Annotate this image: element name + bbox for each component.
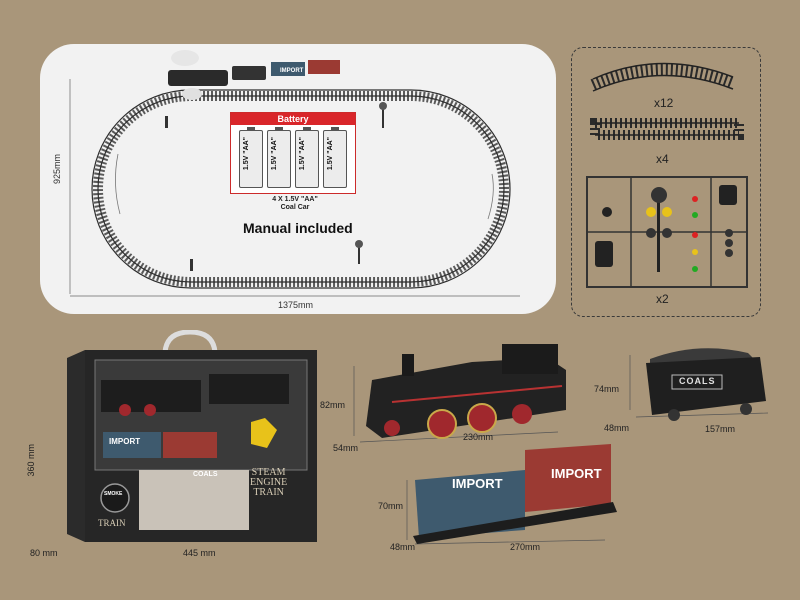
parts-illustration bbox=[586, 62, 748, 288]
track-layout-illustration: IMPORT bbox=[69, 50, 520, 297]
straight-track-quantity: x4 bbox=[656, 152, 669, 166]
track-locomotive bbox=[168, 70, 228, 86]
locomotive-wheel bbox=[467, 403, 497, 433]
coal-car-length-label: 157mm bbox=[705, 424, 736, 434]
box-side bbox=[67, 350, 85, 542]
locomotive-cab bbox=[502, 344, 558, 374]
direction-arrow-right bbox=[487, 173, 494, 220]
curved-track-quantity: x12 bbox=[654, 96, 674, 110]
signal-post-2 bbox=[355, 240, 363, 264]
box-train-label: TRAIN bbox=[98, 518, 126, 528]
locomotive-body bbox=[366, 358, 566, 438]
coal-car-body bbox=[646, 357, 766, 415]
battery-title: Battery bbox=[231, 113, 355, 125]
locomotive-wheel bbox=[427, 409, 457, 439]
box-brand-title: STEAM ENGINE TRAIN bbox=[250, 467, 288, 498]
product-box-illustration bbox=[67, 330, 317, 542]
box-container-red bbox=[163, 432, 217, 458]
locomotive-length-label: 230mm bbox=[463, 432, 494, 442]
battery-info-box: Battery 1.5V "AA" 1.5V "AA" 1.5V "AA" 1.… bbox=[230, 112, 356, 194]
locomotive-depth-label: 54mm bbox=[333, 443, 359, 453]
box-depth-label: 80 mm bbox=[30, 548, 58, 558]
container-car-illustration bbox=[406, 444, 617, 545]
battery-cell: 1.5V "AA" bbox=[323, 127, 347, 188]
locomotive-height-label: 82mm bbox=[320, 400, 346, 410]
box-coal-car bbox=[209, 374, 289, 404]
box-handle bbox=[162, 330, 218, 353]
container-car-length-label: 270mm bbox=[510, 542, 541, 552]
container-red bbox=[525, 444, 611, 512]
smoke-badge-circle bbox=[100, 483, 130, 513]
container-car-flatbed bbox=[413, 502, 617, 544]
coal-car-illustration bbox=[629, 348, 769, 421]
battery-cell: 1.5V "AA" bbox=[239, 127, 263, 188]
container-blue bbox=[415, 470, 525, 538]
container-car-height-label: 70mm bbox=[378, 501, 404, 511]
coal-car-label: COALS bbox=[679, 376, 716, 386]
locomotive-illustration bbox=[353, 344, 566, 443]
signal-sprue-frame bbox=[586, 176, 748, 288]
signal-post-4 bbox=[190, 259, 193, 271]
coal-car-height-label: 74mm bbox=[594, 384, 620, 394]
box-height-label: 360 mm bbox=[26, 444, 36, 477]
curved-track-piece bbox=[590, 63, 736, 91]
track-coal-car bbox=[232, 66, 266, 80]
box-container-blue bbox=[103, 432, 161, 458]
battery-caption: 4 X 1.5V "AA" Coal Car bbox=[272, 196, 318, 211]
container-car-depth-label: 48mm bbox=[390, 542, 416, 552]
battery-cell: 1.5V "AA" bbox=[267, 127, 291, 188]
manual-included-text: Manual included bbox=[243, 220, 353, 236]
track-container-red bbox=[308, 60, 340, 74]
signal-post-1 bbox=[379, 102, 387, 128]
locomotive-chimney bbox=[402, 354, 414, 376]
track-layout-panel: IMPORT 925mm 1375mm bbox=[40, 44, 556, 314]
box-width-label: 445 mm bbox=[183, 548, 216, 558]
battery-cell: 1.5V "AA" bbox=[295, 127, 319, 188]
signal-quantity: x2 bbox=[656, 292, 669, 306]
smoke-puff bbox=[171, 50, 199, 66]
straight-track-piece bbox=[590, 118, 744, 140]
track-height-label: 925mm bbox=[52, 154, 62, 185]
track-container-blue bbox=[271, 62, 305, 76]
box-artwork-image bbox=[139, 470, 249, 530]
box-signal bbox=[251, 418, 277, 448]
direction-arrow-left bbox=[115, 153, 121, 215]
container-label-left: IMPORT bbox=[452, 476, 503, 491]
box-coals-label: COALS bbox=[193, 471, 218, 478]
box-smoke-badge: SMOKE bbox=[104, 491, 123, 497]
parts-panel bbox=[571, 47, 761, 317]
box-import-label: IMPORT bbox=[109, 437, 141, 446]
signal-post-3 bbox=[165, 116, 168, 128]
coal-car-depth-label: 48mm bbox=[604, 423, 630, 433]
track-import-label: IMPORT bbox=[280, 68, 304, 74]
container-label-right: IMPORT bbox=[551, 466, 602, 481]
track-width-label: 1375mm bbox=[278, 300, 314, 310]
